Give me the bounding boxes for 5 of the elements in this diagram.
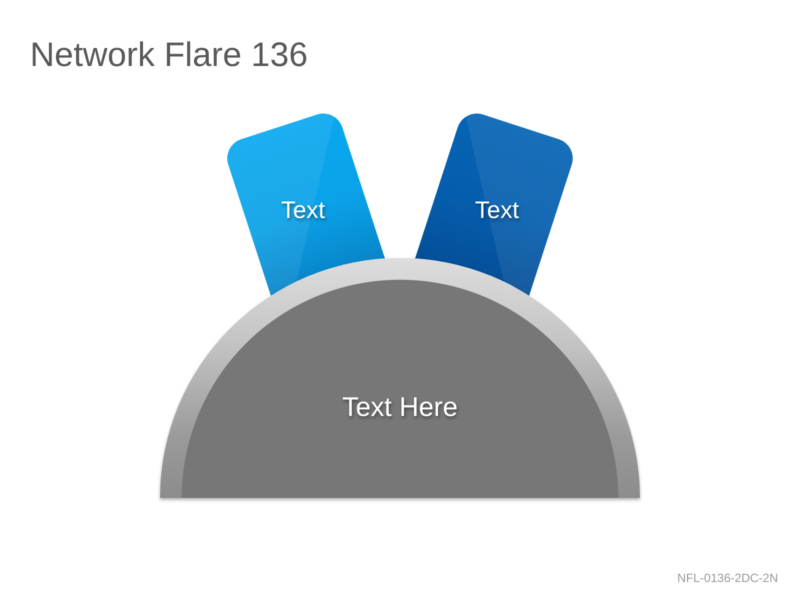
slide-title: Network Flare 136 bbox=[30, 37, 308, 73]
card-text: Text bbox=[475, 198, 519, 224]
semicircle-text: Text Here bbox=[342, 393, 458, 423]
slide-code: NFL-0136-2DC-2N bbox=[677, 571, 778, 585]
card-text: Text bbox=[281, 198, 325, 224]
